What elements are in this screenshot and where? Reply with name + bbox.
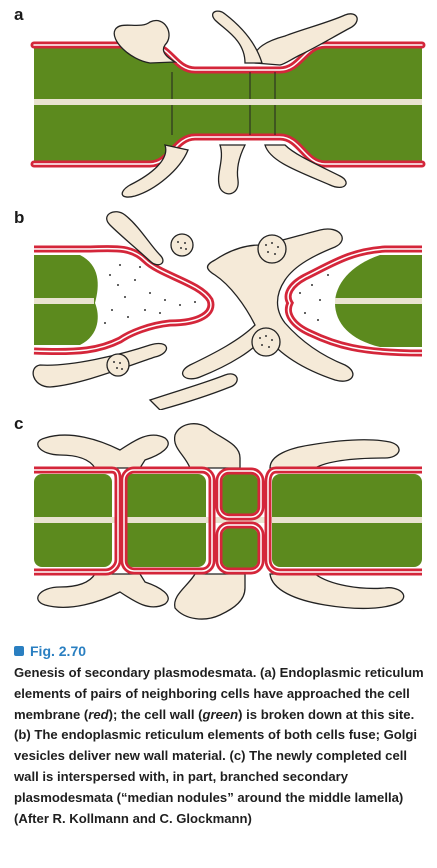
right-wall-b — [284, 245, 423, 357]
figure-number-text: Fig. 2.70 — [30, 643, 87, 659]
panel-c-diagram — [34, 423, 422, 620]
panel-label-b: b — [14, 208, 25, 227]
caption-a-text-1: Endoplasmic reticulum elements of pairs … — [14, 665, 424, 722]
caption-c-label: (c) — [229, 748, 246, 764]
figure-number: Fig. 2.70 — [14, 643, 86, 659]
vesicle-dots-b — [104, 241, 329, 370]
caption-a-label: (a) — [259, 665, 276, 680]
er-elements-b — [32, 211, 354, 410]
golgi-vesicles-b — [106, 233, 287, 377]
figure-caption: Genesis of secondary plasmodesmata. (a) … — [14, 663, 424, 829]
caption-b-label: (b) — [14, 727, 31, 743]
caption-a-text-2: ); the cell wall ( — [108, 706, 203, 722]
caption-green-term: green — [202, 706, 239, 722]
caption-b-text: The endoplasmic reticulum elements of bo… — [14, 727, 418, 764]
panel-a-diagram — [30, 10, 426, 198]
er-elements-a — [113, 10, 358, 198]
middle-lamella-a — [34, 99, 422, 105]
panel-b-diagram — [32, 211, 423, 410]
er-network-c — [37, 423, 405, 620]
caption-c-text: The newly completed cell wall is intersp… — [14, 748, 408, 826]
figure-marker-icon — [14, 646, 24, 656]
panel-label-a: a — [14, 5, 24, 24]
cell-wall-c — [34, 474, 422, 568]
plasmodesma-lines-a — [171, 72, 276, 135]
left-wall-b — [33, 245, 215, 356]
caption-a-text-3: ) is broken down at this site. — [238, 706, 415, 722]
membrane-c — [34, 466, 422, 576]
panel-label-c: c — [14, 414, 24, 433]
cell-wall-a — [34, 47, 422, 162]
caption-title: Genesis of secondary plasmodesmata. — [14, 665, 257, 680]
caption-red-term: red — [88, 706, 109, 722]
